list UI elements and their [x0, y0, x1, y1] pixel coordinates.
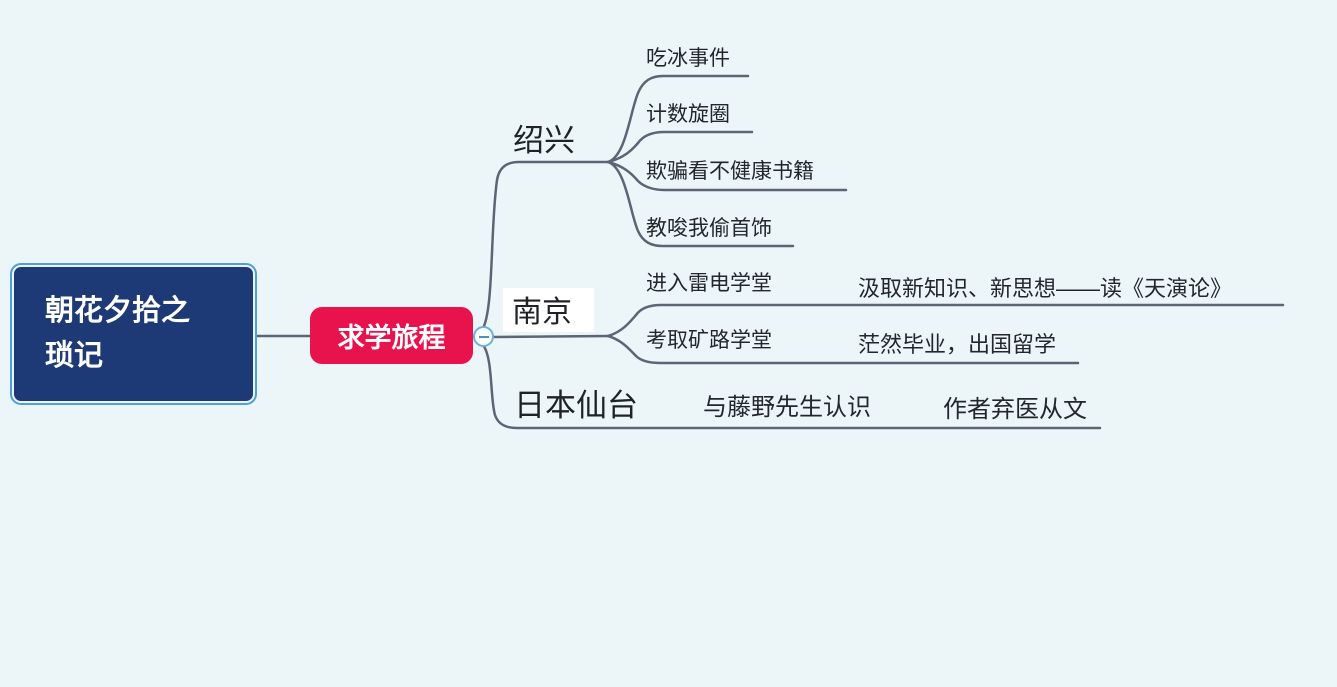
- nanjing-highlight-box: [503, 288, 594, 332]
- link-central-sendai: [481, 343, 1102, 430]
- root-topic-body: 朝花夕拾之琐记: [14, 267, 253, 401]
- link-shaoxing-child3: [606, 160, 848, 192]
- topic-qipian[interactable]: 欺骗看不健康书籍: [646, 160, 814, 183]
- root-topic-label: 朝花夕拾之琐记: [45, 295, 191, 372]
- branch-nanjing[interactable]: 南京: [512, 296, 572, 329]
- link-shaoxing-child4: [606, 160, 795, 248]
- branch-sendai[interactable]: 日本仙台: [514, 388, 638, 423]
- topic-chuguo[interactable]: 茫然毕业，出国留学: [858, 332, 1057, 357]
- minus-icon: [478, 335, 489, 338]
- topic-tianyanlun[interactable]: 汲取新知识、新思想——读《天演论》: [858, 276, 1233, 301]
- topic-jiaosuo[interactable]: 教唆我偷首饰: [646, 217, 772, 240]
- link-shaoxing-child2: [606, 130, 754, 164]
- link-central-shaoxing: [480, 160, 610, 332]
- central-topic[interactable]: 求学旅程: [310, 307, 473, 364]
- root-topic[interactable]: 朝花夕拾之琐记: [10, 263, 257, 405]
- topic-qiyi[interactable]: 作者弃医从文: [943, 396, 1087, 423]
- topic-chibing[interactable]: 吃冰事件: [646, 47, 730, 70]
- link-central-nanjing: [492, 334, 610, 339]
- topic-kuanglu[interactable]: 考取矿路学堂: [646, 329, 772, 352]
- central-topic-label: 求学旅程: [337, 323, 446, 353]
- topic-leidian[interactable]: 进入雷电学堂: [646, 272, 772, 295]
- link-nanjing-child2: [606, 334, 1080, 365]
- link-nanjing-child1: [606, 303, 1285, 338]
- branch-shaoxing[interactable]: 绍兴: [513, 123, 575, 158]
- topic-jishu[interactable]: 计数旋圈: [646, 103, 730, 126]
- topic-tengye[interactable]: 与藤野先生认识: [703, 394, 871, 421]
- link-shaoxing-child1: [606, 74, 750, 164]
- collapse-button[interactable]: [473, 326, 494, 347]
